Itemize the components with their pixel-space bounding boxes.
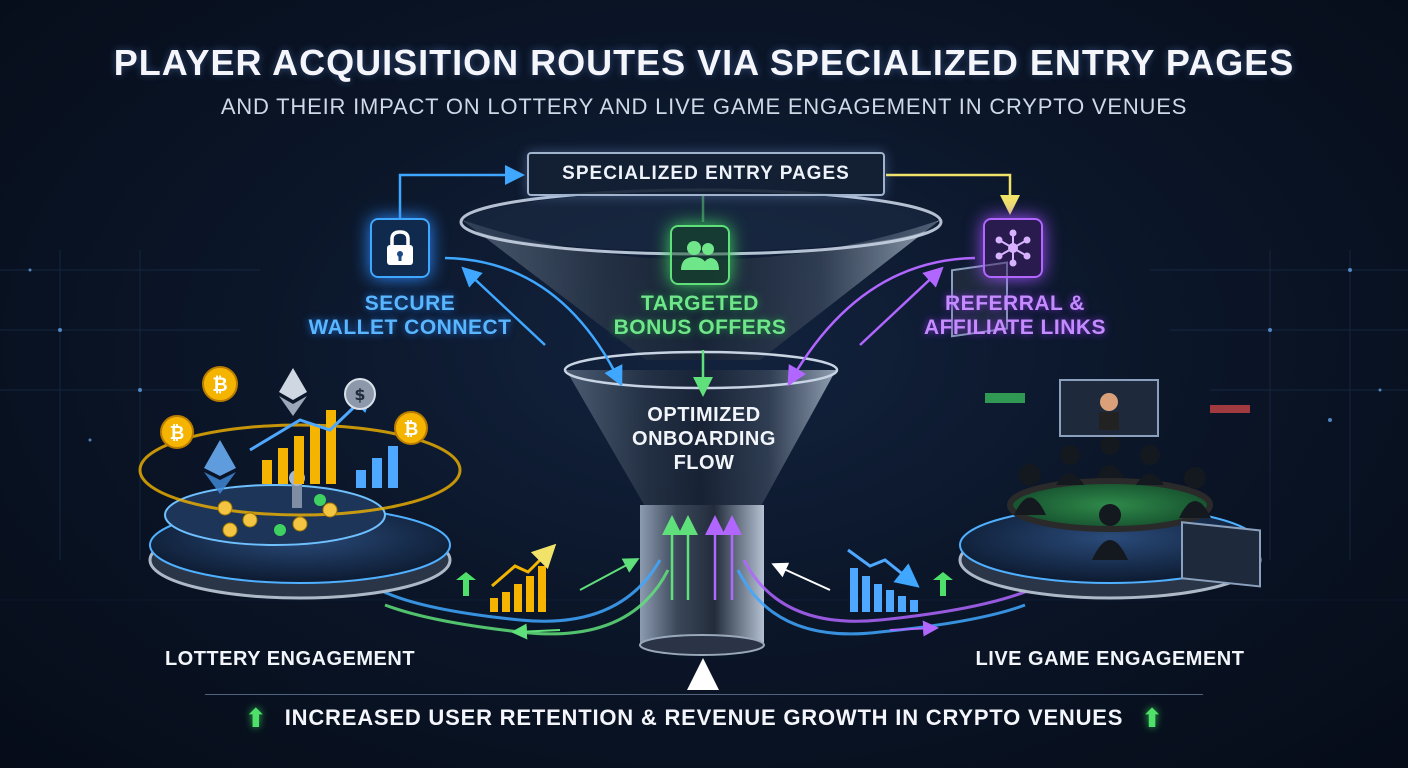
flow-label-line: FLOW [673, 452, 735, 474]
route-label-line: REFERRAL & [945, 292, 1085, 315]
referral-icon-box [983, 218, 1043, 278]
entry-pages-box: SPECIALIZED ENTRY PAGES [527, 152, 885, 196]
flow-label-line: OPTIMIZED [647, 404, 761, 426]
route-label-line: BONUS OFFERS [613, 316, 787, 339]
flow-label-line: ONBOARDING [632, 428, 776, 450]
route-label-line: SECURE [364, 292, 456, 315]
route-label-wallet: SECURE WALLET CONNECT [300, 292, 520, 340]
lottery-engagement-label: LOTTERY ENGAGEMENT [164, 648, 416, 670]
right-growth-chart [847, 548, 953, 612]
network-icon [995, 229, 1031, 267]
arrow-up-icon: ⬆ [1141, 702, 1164, 733]
lottery-bar-chart [249, 387, 398, 488]
funnel-shape [459, 188, 943, 656]
svg-text:₿: ₿ [404, 419, 419, 440]
route-label-referral: REFERRAL & AFFILIATE LINKS [900, 292, 1130, 340]
lock-icon [387, 230, 413, 265]
lottery-platform: ₿ ₿ ₿ $ [138, 366, 462, 600]
page-subtitle: AND THEIR IMPACT ON LOTTERY AND LIVE GAM… [220, 94, 1188, 119]
bitcoin-icon: ₿ [394, 411, 428, 445]
route-label-line: WALLET CONNECT [308, 316, 512, 339]
users-icon [681, 241, 719, 270]
route-label-bonus: TARGETED BONUS OFFERS [590, 292, 810, 340]
page-title: PLAYER ACQUISITION ROUTES VIA SPECIALIZE… [113, 42, 1295, 83]
svg-text:$: $ [354, 385, 365, 404]
bonus-icon-box [670, 225, 730, 285]
live-game-engagement-label: LIVE GAME ENGAGEMENT [975, 648, 1245, 670]
live-game-platform [951, 261, 1262, 600]
wallet-icon-box [370, 218, 430, 278]
bitcoin-icon: ₿ [160, 415, 194, 449]
ethereum-icon [279, 368, 307, 416]
route-label-line: TARGETED [641, 292, 759, 315]
dollar-coin-icon: $ [344, 378, 376, 410]
left-growth-chart [456, 543, 557, 612]
blue-connector [398, 165, 525, 218]
ethereum-icon [204, 440, 236, 494]
outcome-label: INCREASED USER RETENTION & REVENUE GROWT… [284, 705, 1124, 730]
outcome-banner: ⬆ INCREASED USER RETENTION & REVENUE GRO… [205, 694, 1203, 741]
background-dots [28, 268, 1382, 442]
pipe-flow-arrows [662, 515, 742, 600]
flow-streams [379, 558, 1031, 640]
arrow-up-icon: ⬆ [244, 702, 267, 733]
bitcoin-icon: ₿ [202, 366, 238, 402]
yellow-connector [886, 173, 1020, 215]
svg-text:₿: ₿ [170, 423, 185, 444]
svg-text:₿: ₿ [212, 374, 227, 396]
onboarding-flow-label: OPTIMIZED ONBOARDING FLOW [604, 403, 804, 475]
route-label-line: AFFILIATE LINKS [923, 316, 1107, 339]
